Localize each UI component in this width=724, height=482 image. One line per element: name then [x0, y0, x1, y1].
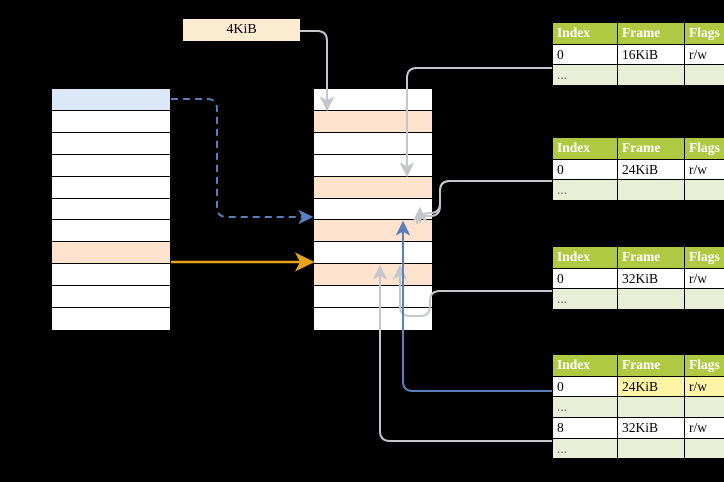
- cell-flags: [684, 396, 724, 418]
- virtual-address-space-column: [51, 88, 171, 331]
- cell-index: 0: [552, 43, 618, 66]
- virtual-page-row-2: [52, 132, 170, 155]
- column-header-index: Index: [552, 246, 618, 269]
- table-row: ...: [552, 179, 724, 201]
- cell-frame: 24KiB: [617, 375, 685, 398]
- cell-flags: r/w: [684, 267, 724, 290]
- virtual-page-row-10: [52, 308, 170, 330]
- cell-index: ...: [552, 437, 618, 460]
- cell-flags: [684, 179, 724, 201]
- cell-flags: [684, 288, 724, 310]
- physical-frame-row-7: [314, 242, 432, 265]
- column-header-frame: Frame: [617, 22, 685, 45]
- cell-index: ...: [552, 179, 618, 201]
- cell-index: 0: [552, 158, 618, 181]
- column-header-index: Index: [552, 22, 618, 45]
- cell-frame: 24KiB: [617, 158, 685, 181]
- cell-frame: [617, 288, 685, 310]
- table-row: ...: [552, 64, 724, 86]
- cell-flags: r/w: [684, 43, 724, 66]
- column-header-frame: Frame: [617, 246, 685, 269]
- column-header-flags: Flags: [684, 246, 724, 269]
- physical-frame-row-6: [314, 220, 432, 243]
- virtual-page-row-5: [52, 198, 170, 221]
- column-header-flags: Flags: [684, 137, 724, 160]
- cell-frame: 32KiB: [617, 416, 685, 439]
- cell-flags: [684, 437, 724, 460]
- wire-virtual-page-dashed: [171, 98, 314, 225]
- cell-flags: r/w: [684, 416, 724, 439]
- physical-frame-row-10: [314, 308, 432, 330]
- virtual-page-row-6: [52, 220, 170, 243]
- cell-frame: [617, 396, 685, 418]
- cell-frame: 32KiB: [617, 267, 685, 290]
- cell-index: 0: [552, 267, 618, 290]
- cell-frame: [617, 179, 685, 201]
- physical-frame-row-4: [314, 176, 432, 199]
- cell-index: 0: [552, 375, 618, 398]
- physical-frame-row-9: [314, 286, 432, 309]
- column-header-index: Index: [552, 137, 618, 160]
- column-header-flags: Flags: [684, 22, 724, 45]
- table-row: ...: [552, 288, 724, 310]
- cell-flags: r/w: [684, 375, 724, 398]
- wire-table2-to-frame: [412, 180, 552, 225]
- virtual-page-row-0: [52, 89, 170, 111]
- physical-frame-row-8: [314, 264, 432, 287]
- column-header-index: Index: [552, 354, 618, 377]
- virtual-page-row-7: [52, 242, 170, 265]
- virtual-page-row-4: [52, 176, 170, 199]
- column-header-frame: Frame: [617, 137, 685, 160]
- physical-frame-row-2: [314, 132, 432, 155]
- table-row: ...: [552, 437, 724, 460]
- cell-frame: 16KiB: [617, 43, 685, 66]
- physical-frame-row-5: [314, 198, 432, 221]
- cell-index: ...: [552, 64, 618, 86]
- page-size-label: 4KiB: [183, 19, 300, 41]
- cell-index: ...: [552, 288, 618, 310]
- cell-flags: r/w: [684, 158, 724, 181]
- virtual-page-row-1: [52, 110, 170, 133]
- cell-flags: [684, 64, 724, 86]
- cell-frame: [617, 64, 685, 86]
- table-row: ...: [552, 396, 724, 418]
- physical-frame-row-0: [314, 89, 432, 111]
- cell-frame: [617, 437, 685, 460]
- column-header-flags: Flags: [684, 354, 724, 377]
- physical-memory-column: [313, 88, 433, 331]
- physical-frame-row-1: [314, 110, 432, 133]
- cell-index: 8: [552, 416, 618, 439]
- virtual-page-row-8: [52, 264, 170, 287]
- physical-frame-row-3: [314, 154, 432, 177]
- column-header-frame: Frame: [617, 354, 685, 377]
- virtual-page-row-9: [52, 286, 170, 309]
- cell-index: ...: [552, 396, 618, 418]
- virtual-page-row-3: [52, 154, 170, 177]
